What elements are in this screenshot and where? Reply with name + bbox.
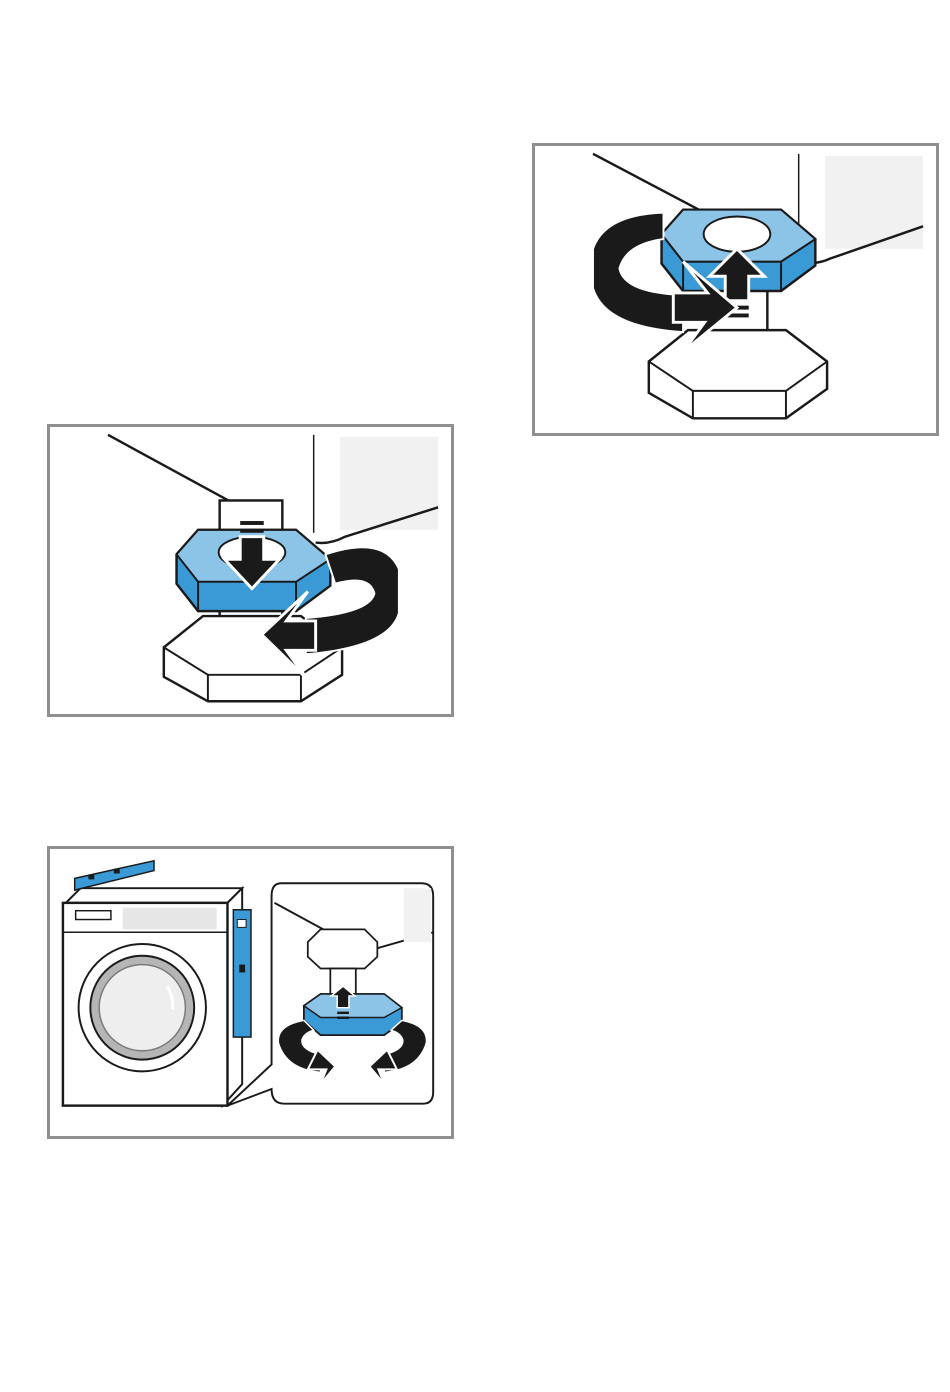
washing-machine-icon xyxy=(63,888,242,1105)
figure-lock-nut-tighten xyxy=(47,424,454,717)
figure-lock-nut-unscrew xyxy=(532,143,939,436)
lock-nut-tighten-illustration xyxy=(50,427,451,714)
level-adjust-illustration xyxy=(50,849,451,1136)
lock-nut-unscrew-illustration xyxy=(535,146,936,433)
figure-level-adjust xyxy=(47,846,454,1139)
